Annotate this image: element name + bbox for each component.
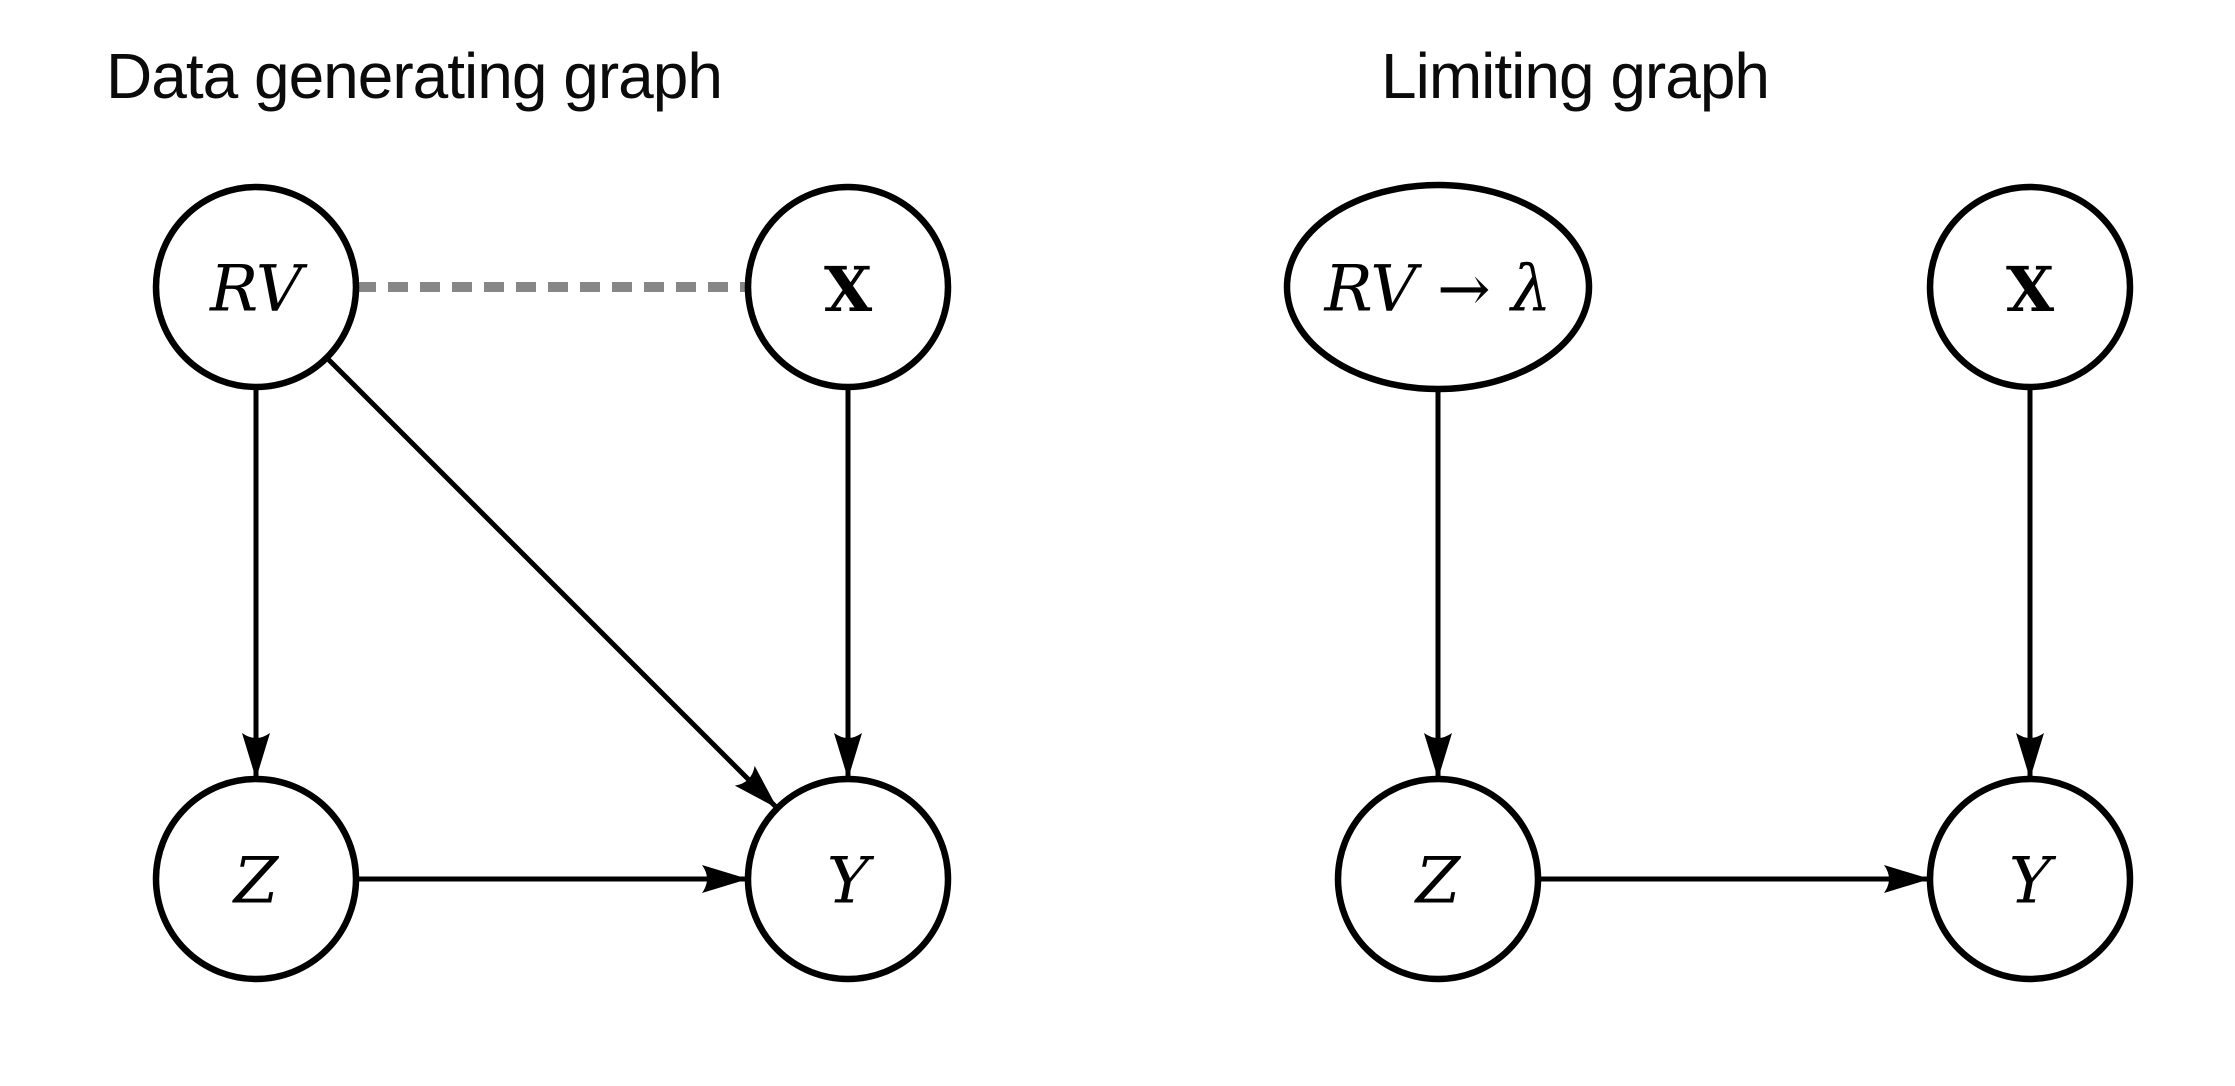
node-limiting-Y-shape — [1926, 775, 2134, 983]
node-data-generating-RV: RV — [152, 183, 360, 391]
node-data-generating-Z-label: Z — [232, 845, 280, 919]
node-limiting-RVlambda-label: RV → λ — [1324, 253, 1552, 327]
node-limiting-X-shape — [1926, 183, 2134, 391]
panel-title-limiting: Limiting graph — [1381, 40, 1770, 112]
node-limiting-RVlambda: RV → λ — [1283, 181, 1593, 393]
node-limiting-Y: Y — [1926, 775, 2134, 983]
node-limiting-Z: Z — [1334, 775, 1542, 983]
node-data-generating-X-shape — [744, 183, 952, 391]
panel-limiting: RV → λ X Z Y — [1283, 181, 2134, 983]
node-data-generating-Z: Z — [152, 775, 360, 983]
node-limiting-RVlambda-shape — [1283, 181, 1593, 393]
panel-title-data-generating: Data generating graph — [106, 40, 723, 112]
node-limiting-Z-shape — [1334, 775, 1542, 983]
node-data-generating-RV-label: RV — [209, 253, 308, 327]
node-limiting-X-label: X — [2006, 253, 2055, 326]
node-data-generating-Y-label: Y — [827, 845, 875, 919]
node-data-generating-X: X — [744, 183, 952, 391]
node-data-generating-X-label: X — [824, 253, 873, 326]
node-data-generating-Y-shape — [744, 775, 952, 983]
node-limiting-Z-label: Z — [1414, 845, 1462, 919]
edge-RV-Y — [324, 355, 780, 811]
node-data-generating-RV-shape — [152, 183, 360, 391]
node-data-generating-Y: Y — [744, 775, 952, 983]
node-limiting-X: X — [1926, 183, 2134, 391]
node-limiting-Y-label: Y — [2009, 845, 2057, 919]
node-data-generating-Z-shape — [152, 775, 360, 983]
panel-data-generating: RV X Z Y — [152, 183, 952, 983]
